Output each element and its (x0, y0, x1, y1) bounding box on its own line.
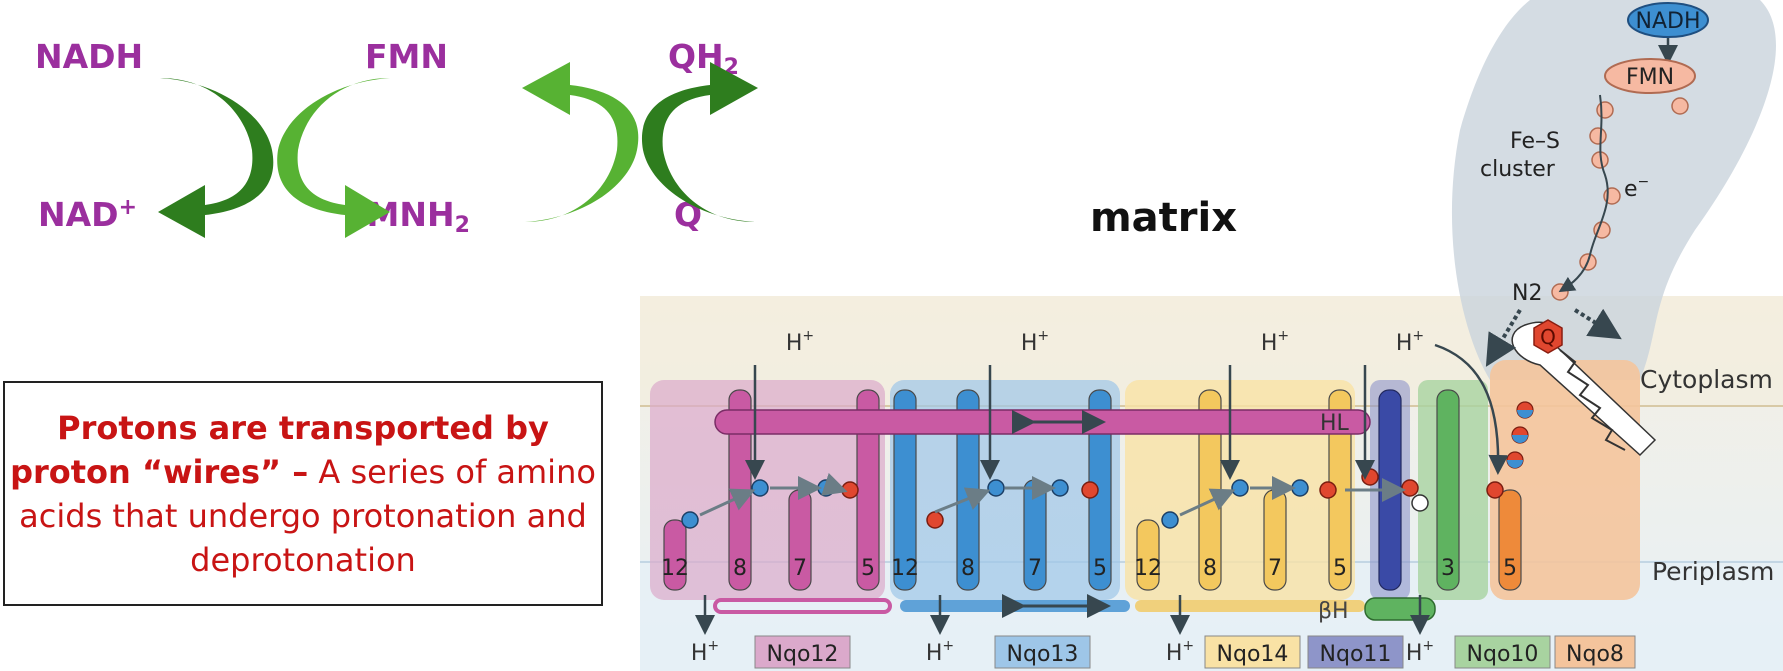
blue-residue-5 (1051, 479, 1069, 497)
periplasm-label: Periplasm (1652, 557, 1774, 586)
helix-number-12: 5 (1333, 556, 1347, 581)
transmembrane-helices: 12 8 7 5 12 8 7 5 12 8 7 5 3 5 (661, 389, 1522, 591)
helix-number-2: 8 (733, 556, 747, 581)
h-plus-in-3: H+ (1261, 328, 1289, 356)
helix-number-13: 3 (1441, 556, 1455, 581)
red-residue-6 (1401, 479, 1419, 497)
blue-residue-7 (1231, 479, 1249, 497)
h-plus-in-4: H+ (1396, 328, 1424, 356)
fmnh2-to-fmn-arrow (522, 62, 639, 250)
proton-wire-residues (681, 401, 1534, 529)
fmn-to-fmnh2-arrow (277, 50, 390, 238)
blue-residue-2 (751, 479, 769, 497)
beta-h-label: βH (1318, 599, 1349, 624)
redox-arrows (158, 50, 758, 250)
fe-s-cluster-1 (1596, 101, 1614, 119)
nad-plus-label: NAD+ (38, 195, 137, 234)
helix-number-4: 5 (861, 556, 875, 581)
helix-number-6: 8 (961, 556, 975, 581)
nadh-to-nad-arrow (158, 50, 274, 238)
blue-residue-1 (681, 511, 699, 529)
subunit-box-3 (1204, 635, 1301, 669)
fe-s-cluster-8 (1551, 283, 1569, 301)
callout-bold-text: Protons are transported by proton “wires… (10, 408, 549, 491)
subunit-box-5 (1454, 635, 1551, 669)
diagram-nadh-label: NADH (1636, 9, 1701, 34)
h-plus-out-4: H+ (1406, 638, 1434, 666)
nqo13-bg (890, 380, 1120, 600)
h-plus-in-1: H+ (786, 328, 814, 356)
matrix-label: matrix (1090, 195, 1238, 241)
proton-labels: H+ H+ H+ H+ H+ H+ H+ H+ (691, 328, 1509, 666)
nadh-ellipse (1627, 2, 1709, 38)
helix-13 (1436, 389, 1460, 591)
fe-s-cluster-2 (1671, 97, 1689, 115)
subunit-labels: Nqo12 Nqo13 Nqo14 Nqo11 Nqo10 Nqo8 (754, 635, 1636, 669)
proton-wire-callout: Protons are transported by proton “wires… (3, 381, 603, 606)
helix-1 (663, 519, 687, 591)
diagram-fmn-label: FMN (1626, 65, 1674, 90)
red-residue-2 (926, 511, 944, 529)
subunit-label-4: Nqo11 (1320, 642, 1392, 667)
subunit-box-1 (754, 635, 851, 669)
helix-number-10: 8 (1203, 556, 1217, 581)
h-plus-out-1: H+ (691, 638, 719, 666)
helix-number-14: 5 (1503, 556, 1517, 581)
nadh-label: NADH (35, 37, 144, 76)
blue-residue-4 (987, 479, 1005, 497)
helix-number-1: 12 (661, 556, 689, 581)
subunit-label-3: Nqo14 (1217, 642, 1289, 667)
helix-number-3: 7 (793, 556, 807, 581)
blue-residue-8 (1291, 479, 1309, 497)
subunit-box-4 (1307, 635, 1404, 669)
fe-s-cluster-chain (1551, 94, 1689, 301)
fe-s-label-1: Fe–S (1510, 129, 1560, 154)
red-residue-4 (1319, 481, 1337, 499)
red-residue-1 (841, 481, 859, 499)
helix-5 (893, 389, 917, 591)
fe-s-label-2: cluster (1480, 157, 1556, 182)
h-plus-out-2: H+ (926, 638, 954, 666)
beta-h-helix (1364, 597, 1436, 621)
h-plus-out-3: H+ (1166, 638, 1194, 666)
subunit-box-6 (1554, 635, 1636, 669)
helix-number-7: 7 (1028, 556, 1042, 581)
fmn-label: FMN (365, 37, 448, 76)
n2-label: N2 (1512, 281, 1542, 306)
red-residue-3 (1081, 481, 1099, 499)
white-residue (1411, 494, 1429, 512)
subunit-label-5: Nqo10 (1467, 642, 1539, 667)
hl-label: HL (1320, 411, 1350, 436)
blue-residue-3 (817, 479, 835, 497)
red-residue-7 (1486, 481, 1504, 499)
helix-number-8: 5 (1093, 556, 1107, 581)
callout-normal-text: A series of amino acids that undergo pro… (19, 452, 596, 579)
electron-label: e− (1624, 174, 1649, 202)
q-to-qh2-arrow (641, 62, 758, 250)
helix-14 (1498, 489, 1522, 591)
cytoplasm-label: Cytoplasm (1640, 365, 1773, 394)
blue-residue-6 (1161, 511, 1179, 529)
diagram-q-label: Q (1540, 325, 1556, 349)
subunit-label-2: Nqo13 (1007, 642, 1079, 667)
subunit-box-2 (994, 635, 1091, 669)
fe-s-cluster-3 (1589, 127, 1607, 145)
fmn-ellipse (1604, 58, 1696, 94)
helix-number-11: 7 (1268, 556, 1282, 581)
subunit-label-6: Nqo8 (1566, 642, 1624, 667)
helix-9 (1136, 519, 1160, 591)
subunit-label-1: Nqo12 (767, 642, 839, 667)
h-plus-in-2: H+ (1021, 328, 1049, 356)
helix-number-9: 12 (1134, 556, 1162, 581)
helix-number-5: 12 (891, 556, 919, 581)
quinone-hexagon (1533, 319, 1563, 354)
